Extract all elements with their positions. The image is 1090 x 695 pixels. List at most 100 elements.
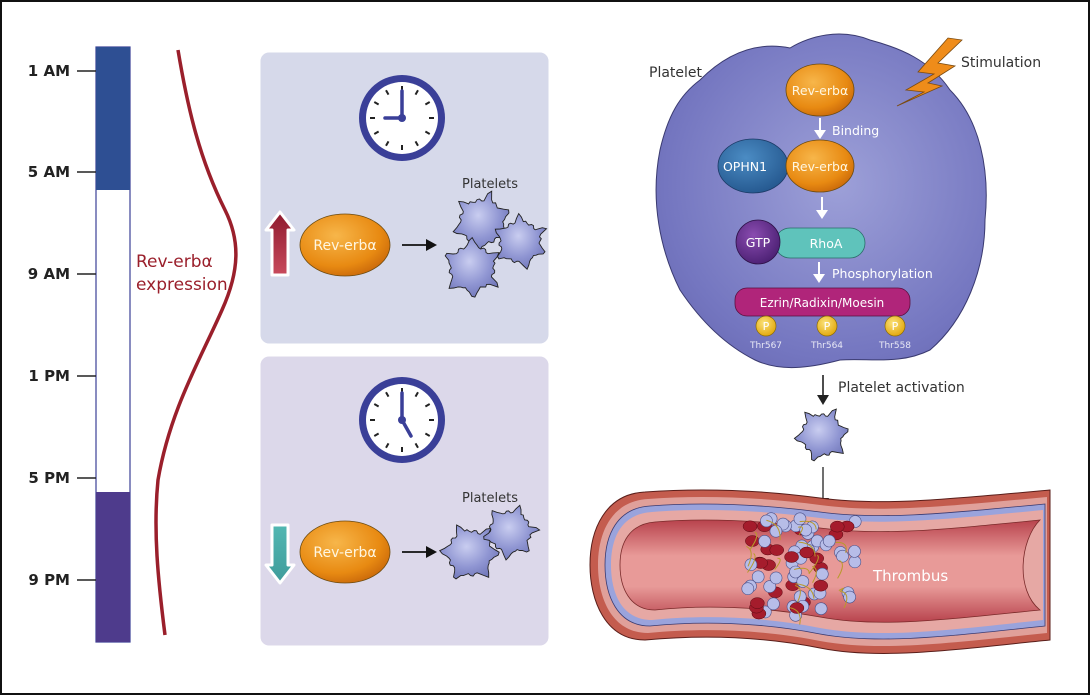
phospho-site: P Thr567 [749, 315, 782, 351]
erm-complex: Ezrin/Radixin/Moesin [734, 287, 911, 317]
clock-tick [373, 432, 380, 437]
clock-tick [373, 101, 380, 106]
phosphate-badge-label: P [824, 320, 831, 333]
clock-tick [373, 403, 380, 408]
clock-tick [373, 130, 380, 135]
clock-tick [414, 140, 419, 147]
fibrin-strand [838, 587, 844, 593]
timeline-tick-label: 1 AM [28, 62, 70, 80]
clock-tick [385, 140, 390, 147]
timeline-tick-label: 1 PM [28, 367, 70, 385]
rev-erba-molecule: Rev-erbα [299, 213, 391, 277]
fibrin-strand [795, 583, 815, 599]
phospho-site: P Thr564 [810, 315, 843, 351]
clock-tick [424, 101, 431, 106]
clock-tick [414, 391, 419, 398]
clot-platelet [799, 523, 813, 537]
clock-tick [424, 403, 431, 408]
red-blood-cell [742, 520, 758, 533]
fibrin-strand [766, 519, 781, 541]
panel-morning: Rev-erbα Platelets [257, 49, 552, 347]
vessel-lumen [619, 519, 1042, 623]
molecule-label: Rev-erbα [313, 238, 376, 254]
clock-tick [385, 89, 390, 96]
clot-platelet [843, 590, 856, 604]
red-blood-cell [769, 544, 785, 556]
clot-platelet [744, 558, 758, 571]
panel-evening: Rev-erbα Platelets [257, 353, 552, 649]
thrombus-clot [741, 512, 862, 625]
platelet-cluster [438, 504, 541, 580]
red-blood-cell [745, 535, 760, 547]
gtp-label: GTP [746, 235, 771, 250]
phosphate-badge-label: P [763, 320, 770, 333]
ophn1-label: OPHN1 [723, 159, 767, 174]
timeline-tick-label: 5 PM [28, 469, 70, 487]
red-blood-cell [809, 552, 825, 565]
clot-platelet [796, 575, 810, 588]
stimulation-label: Stimulation [961, 55, 1041, 71]
rhoa-label: RhoA [810, 236, 843, 251]
phospho-site-label: Thr567 [749, 341, 782, 351]
arrow-down-icon [817, 375, 829, 405]
red-blood-cell [813, 579, 829, 592]
gtp-rhoa-complex: RhoA GTP [735, 219, 866, 265]
red-blood-cell [750, 597, 765, 609]
platelet [793, 408, 849, 462]
red-blood-cell [784, 551, 799, 563]
molecule-label: Rev-erbα [313, 545, 376, 561]
molecule-label: Rev-erbα [792, 159, 848, 174]
clot-platelet [751, 570, 765, 584]
clot-platelet [767, 597, 780, 611]
arrow-right-icon [402, 239, 437, 251]
erm-label: Ezrin/Radixin/Moesin [760, 296, 885, 310]
phosphate-badge [884, 315, 906, 337]
phosphate-badge-label: P [892, 320, 899, 333]
platelet [444, 236, 500, 298]
fibrin-strand [798, 541, 816, 557]
red-blood-cell [799, 546, 814, 559]
red-blood-cell [830, 520, 845, 533]
timeline-segment-night-late [96, 492, 130, 642]
clot-platelet [760, 514, 773, 528]
activated-platelet [793, 408, 849, 462]
arrow-down-icon [264, 523, 296, 585]
binding-label: Binding [832, 123, 879, 138]
platelet-cluster [444, 190, 548, 298]
clot-platelet [769, 571, 783, 585]
rev-erba-molecule: Rev-erbα [785, 63, 855, 117]
clock-tick [414, 442, 419, 449]
platelet [494, 212, 548, 270]
thrombus-label: Thrombus [872, 567, 948, 585]
clock-tick [424, 130, 431, 135]
ophn1-complex: OPHN1 Rev-erbα [717, 138, 855, 194]
timeline-tick-label: 5 AM [28, 163, 70, 181]
clock-tick [414, 89, 419, 96]
platelets-label: Platelets [462, 491, 518, 506]
clock-tick [424, 432, 431, 437]
phosphate-badge [755, 315, 777, 337]
timeline-segment-night-early [96, 47, 130, 190]
phospho-site-label: Thr564 [810, 341, 843, 351]
clock-icon [359, 377, 445, 463]
fibrin-strand [774, 557, 781, 570]
timeline-tick-label: 9 PM [28, 571, 70, 589]
curve-label-line1: Rev-erbα [136, 252, 213, 272]
fibrin-strand [747, 553, 756, 573]
fibrin-strand [798, 526, 804, 536]
arrow-down-icon [814, 118, 826, 139]
clot-platelet [741, 582, 755, 596]
arrow-down-icon [813, 262, 825, 283]
rev-erba-molecule: Rev-erbα [299, 520, 391, 584]
clock-icon [359, 75, 445, 161]
platelets-label: Platelets [462, 177, 518, 192]
phosphorylation-label: Phosphorylation [832, 266, 933, 281]
clot-platelet [793, 512, 807, 526]
rev-erba-expression-curve [154, 49, 238, 636]
clot-platelet [836, 549, 849, 563]
clock-tick [385, 391, 390, 398]
clot-platelet [822, 534, 836, 548]
